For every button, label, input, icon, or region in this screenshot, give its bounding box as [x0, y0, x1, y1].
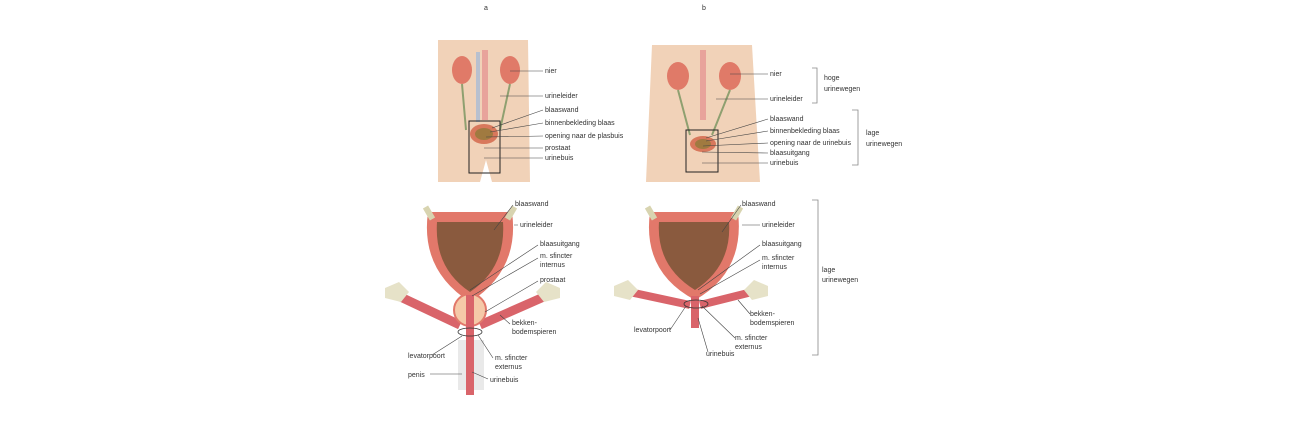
label-blaasuitgang: blaasuitgang [762, 241, 802, 248]
label-sfincter-externus-2: externus [735, 344, 762, 351]
detail-male-labels: blaaswand urineleider blaasuitgang m. sf… [408, 201, 580, 384]
label-urinebuis: urinebuis [545, 155, 574, 162]
panel-a-torso: a [438, 5, 530, 182]
label-bekkenbodem-1: bekken- [750, 311, 776, 318]
bracket-upper [812, 67, 818, 104]
panel-a-labels: nier urineleider blaaswand binnenbekledi… [484, 68, 624, 162]
label-sfincter-internus-2: internus [540, 262, 565, 269]
panel-b-letter: b [702, 5, 706, 12]
label-binnenbekleding: binnenbekleding blaas [545, 120, 615, 127]
bracket-lower [852, 109, 859, 166]
detail-female-labels: blaaswand urineleider blaasuitgang m. sf… [634, 199, 858, 358]
label-sfincter-internus-1: m. sfincter [540, 253, 573, 260]
label-opening: opening naar de plasbuis [545, 133, 624, 140]
bracket-upper-label-2: urinewegen [824, 86, 860, 93]
panel-b-labels: nier urineleider blaaswand binnenbekledi… [701, 67, 902, 167]
label-urineleider: urineleider [545, 93, 578, 100]
label-urinebuis: urinebuis [770, 160, 799, 167]
label-bekkenbodem-2: bodemspieren [512, 329, 556, 336]
label-sfincter-externus-1: m. sfincter [495, 355, 528, 362]
label-binnenbekleding: binnenbekleding blaas [770, 128, 840, 135]
bracket-upper-label-1: hoge [824, 75, 840, 82]
label-sfincter-internus-2: internus [762, 264, 787, 271]
bracket-label-1: lage [822, 267, 835, 274]
label-sfincter-externus-1: m. sfincter [735, 335, 768, 342]
bracket-lower-detail [812, 199, 819, 356]
right-kidney [500, 56, 520, 84]
label-penis: penis [408, 372, 425, 379]
bracket-lower-label-1: lage [866, 130, 879, 137]
label-nier: nier [770, 71, 782, 78]
label-blaaswand: blaaswand [515, 201, 549, 208]
label-prostaat: prostaat [540, 277, 565, 284]
label-nier: nier [545, 68, 557, 75]
label-levatorpoort: levatorpoort [408, 353, 445, 360]
bracket-label-2: urinewegen [822, 277, 858, 284]
label-levatorpoort: levatorpoort [634, 327, 671, 334]
label-blaaswand: blaaswand [770, 116, 804, 123]
panel-a-letter: a [484, 5, 488, 12]
detail-male-illustration [385, 205, 560, 395]
label-sfincter-externus-2: externus [495, 364, 522, 371]
label-urinebuis: urinebuis [706, 351, 735, 358]
left-kidney [452, 56, 472, 84]
label-urineleider: urineleider [762, 222, 795, 229]
label-blaasuitgang: blaasuitgang [770, 150, 810, 157]
detail-box [468, 120, 501, 174]
label-bekkenbodem-1: bekken- [512, 320, 538, 327]
label-blaaswand: blaaswand [545, 107, 579, 114]
label-blaasuitgang: blaasuitgang [540, 241, 580, 248]
label-urinebuis: urinebuis [490, 377, 519, 384]
label-sfincter-internus-1: m. sfincter [762, 255, 795, 262]
label-prostaat: prostaat [545, 145, 570, 152]
bracket-lower-label-2: urinewegen [866, 141, 902, 148]
label-urineleider: urineleider [770, 96, 803, 103]
panel-b-torso: b [646, 5, 760, 182]
label-blaaswand: blaaswand [742, 201, 776, 208]
label-opening: opening naar de urinebuis [770, 140, 851, 147]
label-bekkenbodem-2: bodemspieren [750, 320, 794, 327]
label-urineleider: urineleider [520, 222, 553, 229]
detail-female-illustration [614, 205, 768, 328]
